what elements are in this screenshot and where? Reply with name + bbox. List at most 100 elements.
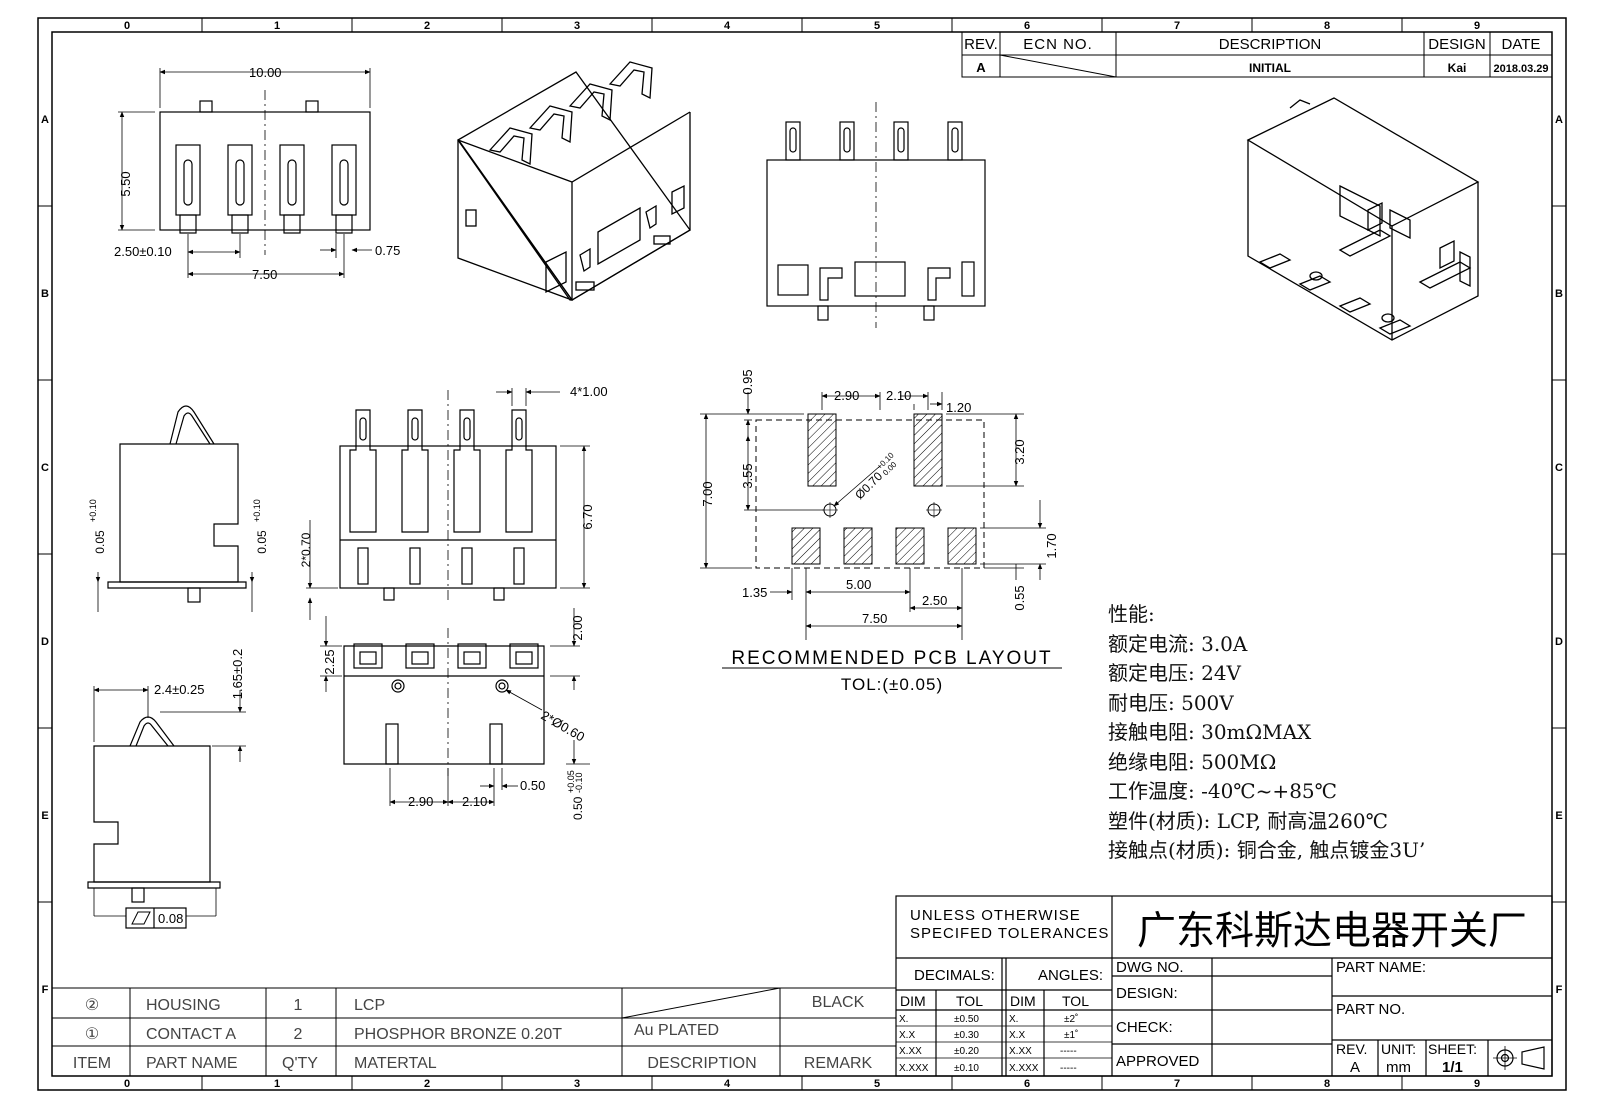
tolerance-note-line1: UNLESS OTHERWISE: [910, 907, 1081, 924]
dec-row-dim: X.: [899, 1014, 908, 1025]
title-block: [895, 895, 1553, 1077]
spec-operating-temperature: 工作温度: -40℃~+85℃: [1108, 779, 1338, 803]
dim-bottom-h2: 2.25: [322, 649, 337, 674]
part-no-label: PART NO.: [1336, 1001, 1405, 1018]
angles-label: ANGLES:: [1038, 967, 1103, 984]
grid-col-label: 2: [424, 20, 430, 32]
dim-bottom-hole: 2*Ø0.60: [539, 708, 588, 745]
revision-table: [961, 31, 1553, 78]
dim-pcb-135: 1.35: [742, 585, 767, 600]
rev-value: A: [1350, 1059, 1360, 1076]
decimals-label: DECIMALS:: [914, 967, 995, 984]
dim-top-height: 5.50: [118, 171, 133, 196]
bom-qty-header: Q'TY: [282, 1055, 318, 1072]
design-value: Kai: [1448, 61, 1467, 75]
dec-row-dim: X.X: [899, 1030, 915, 1041]
grid-col-label: 2: [424, 1078, 430, 1090]
bom-qty: 1: [294, 997, 303, 1014]
grid-col-label: 1: [274, 20, 280, 32]
design-header: DESIGN: [1428, 36, 1486, 53]
grid-row-label: C: [1555, 462, 1563, 474]
dim-pcb-290: 2.90: [834, 388, 859, 403]
bom-material: PHOSPHOR BRONZE 0.20T: [354, 1026, 562, 1043]
ang-tol-header: TOL: [1062, 993, 1089, 1009]
dim-pin-width: 0.75: [375, 243, 400, 258]
bom-remark: BLACK: [812, 994, 865, 1011]
pcb-layout-tolerance: TOL:(±0.05): [841, 675, 943, 694]
grid-col-label: 7: [1174, 1078, 1180, 1090]
dim-top-width: 10.00: [249, 65, 282, 80]
description-header: DESCRIPTION: [1219, 36, 1322, 53]
dim-pcb-095: 0.95: [740, 369, 755, 394]
grid-col-label: 0: [124, 1078, 130, 1090]
bom-material-header: MATERTAL: [354, 1055, 437, 1072]
grid-col-label: 7: [1174, 20, 1180, 32]
grid-col-label: 6: [1024, 20, 1030, 32]
tol-side-left: +0.10: [88, 499, 98, 522]
spec-heading: 性能:: [1108, 602, 1155, 626]
grid-ticks: [38, 18, 1566, 1090]
dim-bottom-c: 0.50: [520, 778, 545, 793]
dim-pcb-120: 1.20: [946, 400, 971, 415]
design-label: DESIGN:: [1116, 985, 1178, 1002]
dim-side2-height: 1.65±0.2: [230, 649, 245, 700]
bom-part-name: HOUSING: [146, 997, 221, 1014]
grid-row-label: B: [1555, 288, 1563, 300]
grid-col-label: 1: [274, 1078, 280, 1090]
dec-row-dim: X.XXX: [899, 1063, 929, 1074]
ang-row-dim: X.: [1009, 1014, 1018, 1025]
grid-row-label: B: [41, 288, 49, 300]
sheet-label: SHEET:: [1428, 1041, 1477, 1057]
approved-label: APPROVED: [1116, 1053, 1200, 1070]
grid-row-label: C: [41, 462, 49, 474]
dim-pcb-250: 2.50: [922, 593, 947, 608]
spec-contact-material: 接触点(材质): 铜合金, 触点镀金3U’: [1108, 838, 1426, 862]
ang-row-tol: -----: [1060, 1046, 1077, 1057]
dim-pcb-700: 7.00: [700, 481, 715, 506]
isometric-view-front: [457, 61, 691, 301]
grid-row-label: E: [41, 810, 48, 822]
dim-bottom-b: 2.10: [462, 794, 487, 809]
unit-label: UNIT:: [1381, 1041, 1416, 1057]
dim-front-x: 2*0.70: [299, 532, 313, 567]
dim-pcb-210: 2.10: [886, 388, 911, 403]
grid-col-label: 8: [1324, 20, 1330, 32]
flatness-value: 0.08: [158, 911, 183, 926]
unit-value: mm: [1386, 1059, 1411, 1076]
ang-dim-header: DIM: [1010, 993, 1036, 1009]
ang-row-dim: X.XX: [1009, 1046, 1032, 1057]
dim-pcb-320: 3.20: [1012, 439, 1027, 464]
grid-col-label: 3: [574, 20, 580, 32]
grid-col-label: 0: [124, 20, 130, 32]
bom-qty: 2: [294, 1026, 303, 1043]
bom-part-header: PART NAME: [146, 1055, 238, 1072]
dec-row-tol: ±0.30: [954, 1030, 979, 1041]
grid-row-label: A: [1555, 114, 1563, 126]
grid-row-label: F: [42, 984, 49, 996]
grid-row-label: D: [1555, 636, 1563, 648]
grid-row-label: A: [41, 114, 49, 126]
grid-col-label: 8: [1324, 1078, 1330, 1090]
grid-col-label: 9: [1474, 1078, 1480, 1090]
dim-bottom-h1: 2.00: [570, 615, 585, 640]
bom-description: Au PLATED: [634, 1022, 719, 1039]
rev-header: REV.: [964, 36, 998, 53]
pcb-layout: [700, 392, 1062, 669]
bom-item: ①: [85, 1026, 99, 1043]
spec-rated-voltage: 额定电压: 24V: [1108, 661, 1241, 685]
date-header: DATE: [1502, 36, 1541, 53]
spec-insulation-resistance: 绝缘电阻: 500MΩ: [1108, 749, 1277, 774]
grid-col-label: 9: [1474, 20, 1480, 32]
spec-housing-material: 塑件(材质): LCP, 耐高温260℃: [1108, 808, 1388, 833]
dim-pcb-750: 7.50: [862, 611, 887, 626]
dec-row-tol: ±0.20: [954, 1046, 979, 1057]
side-view-lower: [87, 686, 246, 929]
ang-row-dim: X.XXX: [1009, 1063, 1039, 1074]
ang-row-tol: ±1˚: [1064, 1029, 1078, 1041]
rev-label: REV.: [1336, 1041, 1367, 1057]
bom-description-header: DESCRIPTION: [647, 1055, 756, 1072]
grid-row-label: E: [1555, 810, 1562, 822]
bom-item-header: ITEM: [73, 1055, 111, 1072]
front-section-view: [306, 388, 590, 620]
